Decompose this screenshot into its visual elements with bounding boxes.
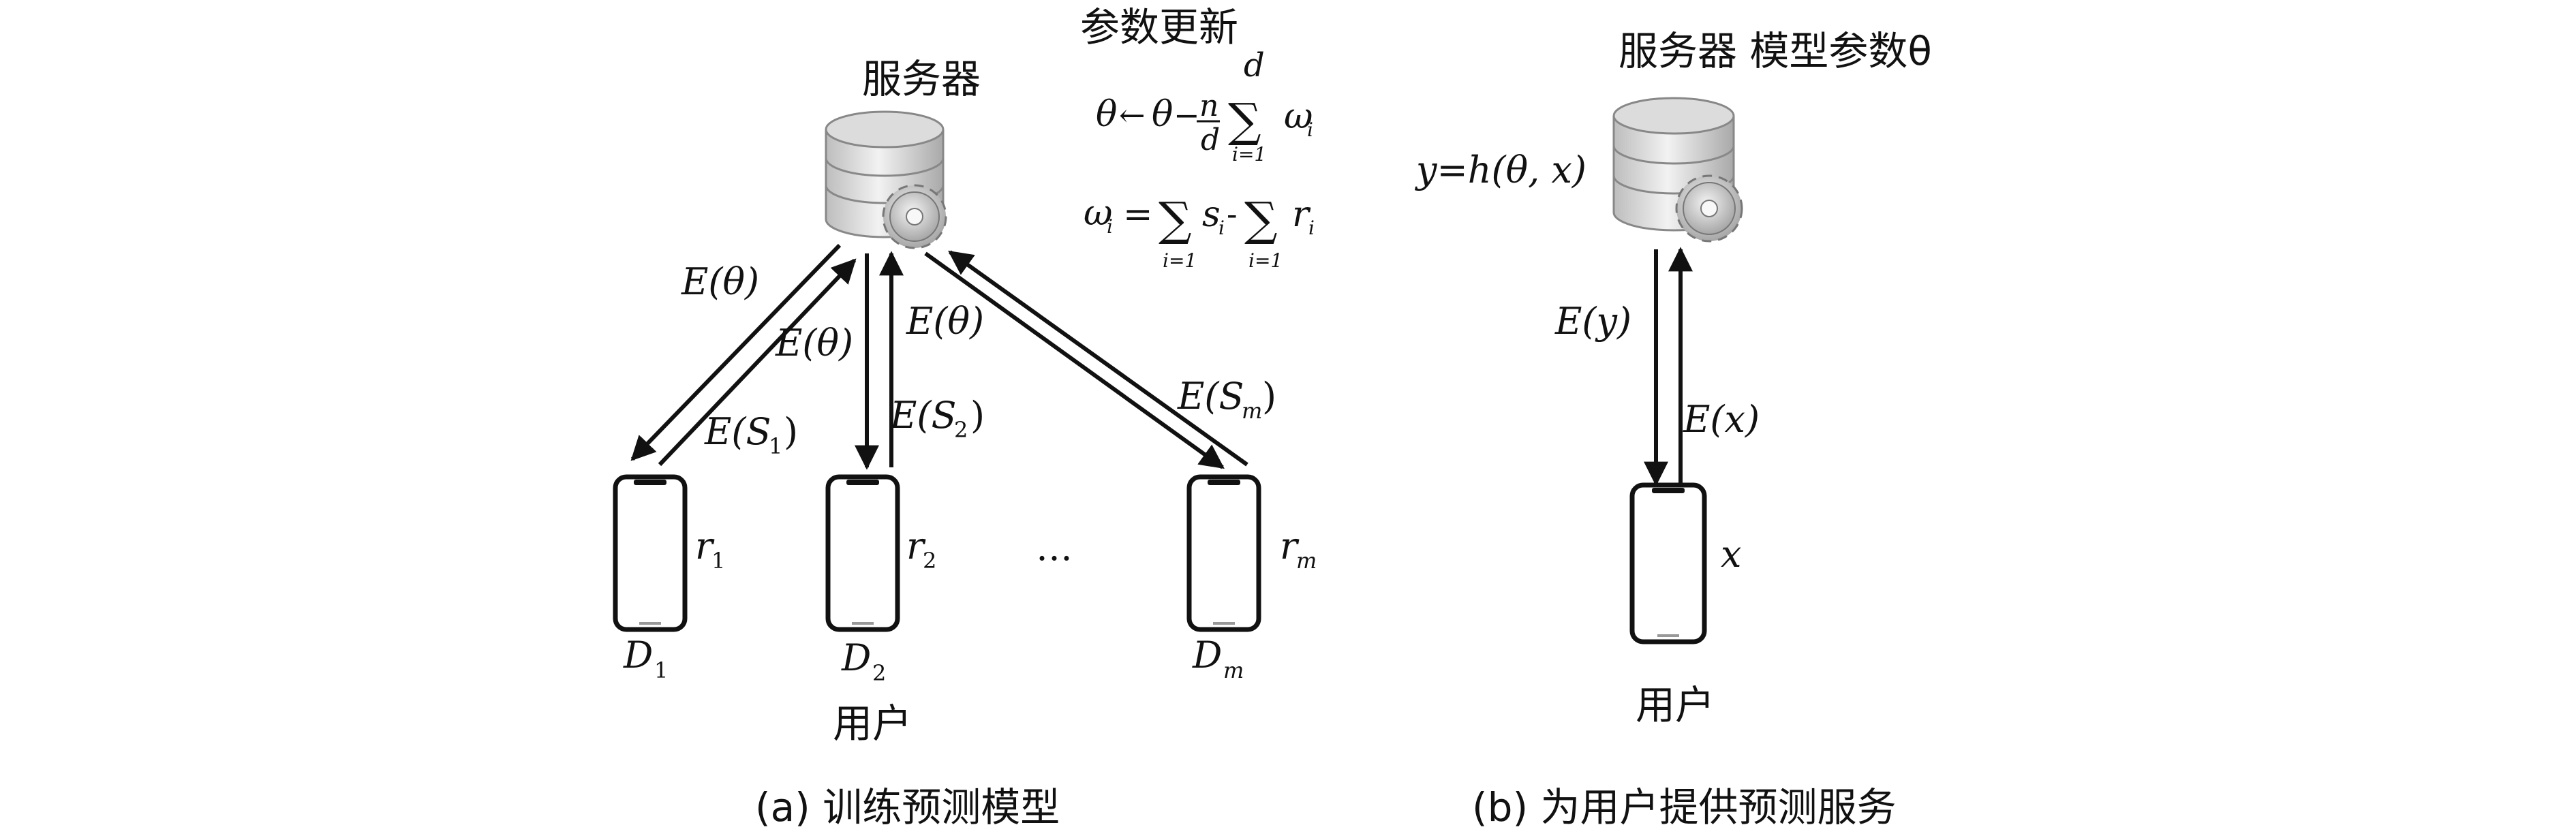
svg-text:i: i <box>1307 119 1313 141</box>
label-e-theta-3: E(θ) <box>906 300 984 343</box>
device-rm: r m <box>1280 525 1317 574</box>
device-d1: D 1 <box>623 634 668 683</box>
svg-text:D: D <box>623 634 653 676</box>
arrow-server-to-d1 <box>630 243 842 461</box>
panel-b: 服务器 模型参数θ y=h(θ, x) E(y) E(x) x 用户 (b) 为… <box>1415 28 1932 830</box>
arrow-server-to-dm <box>924 251 1225 469</box>
gear-icon-a <box>882 184 947 249</box>
svg-text:n: n <box>1199 89 1218 123</box>
svg-text:2: 2 <box>872 660 886 686</box>
caption-b: (b) 为用户提供预测服务 <box>1472 784 1897 830</box>
formula-y-h: y=h(θ, x) <box>1415 149 1586 191</box>
device-phone-2 <box>825 474 900 632</box>
label-e-sm: E(S m ) <box>1177 375 1276 424</box>
svg-text:1: 1 <box>769 433 782 459</box>
svg-text:D: D <box>841 636 871 679</box>
svg-text:−: − <box>1174 97 1200 134</box>
update-title: 参数更新 <box>1080 4 1238 50</box>
svg-text:1: 1 <box>711 548 725 574</box>
svg-text:2: 2 <box>923 548 936 574</box>
device-phone-b <box>1629 482 1707 644</box>
device-phone-m <box>1186 474 1261 632</box>
svg-text:i=1: i=1 <box>1163 249 1197 272</box>
label-e-theta-1: E(θ) <box>681 260 759 303</box>
label-e-s2: E(S 2 ) <box>889 394 985 443</box>
label-e-x: E(x) <box>1683 398 1760 441</box>
svg-text:E(S: E(S <box>1177 375 1244 418</box>
user-label-b: 用户 <box>1636 682 1715 728</box>
arrow-dm-to-server <box>948 250 1248 467</box>
device-x-label: x <box>1721 533 1741 576</box>
svg-text:θ: θ <box>1096 94 1117 135</box>
svg-text:∑: ∑ <box>1228 94 1261 148</box>
svg-text:E(S: E(S <box>889 394 956 437</box>
label-e-theta-2: E(θ) <box>775 322 853 364</box>
svg-text:i=1: i=1 <box>1248 249 1283 272</box>
theta-update-formula: θ ← θ − n d d ∑ i=1 ω i <box>1096 46 1313 166</box>
device-ellipsis: … <box>1036 526 1073 569</box>
svg-text:r: r <box>1292 194 1311 235</box>
omega-formula: ω i = ∑ i=1 s i - ∑ i=1 r i <box>1084 193 1315 272</box>
label-e-y: E(y) <box>1554 300 1631 343</box>
server-label-a: 服务器 <box>862 56 981 102</box>
user-label-a: 用户 <box>833 700 912 747</box>
svg-text:m: m <box>1242 398 1262 424</box>
svg-text:m: m <box>1223 657 1244 683</box>
svg-text:): ) <box>784 410 798 453</box>
svg-text:d: d <box>1201 123 1220 157</box>
svg-text:∑: ∑ <box>1159 193 1192 247</box>
svg-text:s: s <box>1202 194 1221 235</box>
svg-text:E(S: E(S <box>704 410 771 453</box>
svg-text:ω: ω <box>1084 193 1112 234</box>
svg-text:r: r <box>695 525 715 567</box>
device-r2: r 2 <box>906 525 936 574</box>
svg-text:i: i <box>1308 217 1315 239</box>
svg-text:m: m <box>1296 548 1317 574</box>
svg-text:d: d <box>1244 46 1265 84</box>
svg-text:2: 2 <box>954 417 968 443</box>
device-r1: r 1 <box>695 525 725 574</box>
panel-a: 服务器 参数更新 θ ← θ − n d d ∑ i=1 ω i <box>613 4 1317 830</box>
gear-icon-b <box>1675 174 1743 243</box>
svg-text:i: i <box>1107 215 1113 238</box>
caption-a: (a) 训练预测模型 <box>755 784 1060 830</box>
svg-text:-: - <box>1227 196 1238 232</box>
svg-text:θ: θ <box>1152 94 1173 135</box>
svg-text:i: i <box>1218 217 1225 239</box>
svg-text:i=1: i=1 <box>1232 143 1266 166</box>
svg-text:D: D <box>1192 634 1222 676</box>
server-label-b: 服务器 模型参数θ <box>1619 28 1932 74</box>
svg-text:∑: ∑ <box>1244 193 1278 247</box>
svg-text:): ) <box>970 394 985 437</box>
svg-text:1: 1 <box>654 657 668 683</box>
svg-text:ω: ω <box>1284 96 1313 137</box>
device-dm: D m <box>1192 634 1244 683</box>
arrow-d1-to-server <box>658 258 857 467</box>
svg-text:r: r <box>1280 525 1300 567</box>
label-e-s1: E(S 1 ) <box>704 410 798 459</box>
svg-text:=: = <box>1123 194 1153 235</box>
svg-text:←: ← <box>1119 97 1146 134</box>
svg-text:): ) <box>1262 375 1276 418</box>
device-d2: D 2 <box>841 636 886 686</box>
device-phone-1 <box>613 474 688 632</box>
svg-text:r: r <box>906 525 926 567</box>
